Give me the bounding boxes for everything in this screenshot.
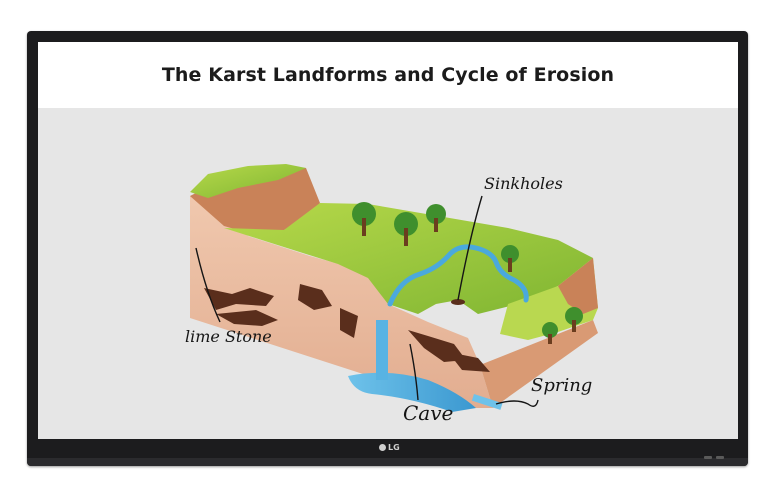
sinkholes-leader <box>457 195 483 301</box>
title-banner: The Karst Landforms and Cycle of Erosion <box>38 42 738 108</box>
page-title: The Karst Landforms and Cycle of Erosion <box>161 64 615 86</box>
sinkholes-label: Sinkholes <box>484 174 563 193</box>
right-side-face <box>480 320 598 408</box>
spring-label: Spring <box>531 375 593 396</box>
tree-group <box>352 202 583 344</box>
lg-logo-icon <box>379 444 386 451</box>
karst-diagram: Sinkholes lime Stone Spring Cave <box>38 108 738 439</box>
brand-logo: LG <box>379 443 400 452</box>
waterfall <box>376 320 388 380</box>
spring-leader <box>495 399 539 407</box>
sinkhole <box>451 299 465 305</box>
limestone-front-face <box>190 196 493 408</box>
display-bottom-bar <box>27 458 748 466</box>
limestone-label: lime Stone <box>185 327 272 346</box>
surface-river <box>387 244 529 307</box>
karst-illustration <box>190 164 598 412</box>
grass-plateau <box>224 203 593 314</box>
power-button[interactable] <box>704 456 712 459</box>
right-cliff <box>558 258 598 314</box>
back-cliff-top <box>190 164 306 198</box>
spring-outlet <box>471 394 503 410</box>
cave-fissures <box>204 284 490 372</box>
cave-label: Cave <box>403 401 454 425</box>
input-button[interactable] <box>716 456 724 459</box>
cave-leader <box>409 343 419 401</box>
limestone-leader <box>195 247 221 323</box>
cave-water <box>348 372 476 412</box>
display-screen: The Karst Landforms and Cycle of Erosion <box>38 42 738 439</box>
brand-name: LG <box>388 443 400 452</box>
